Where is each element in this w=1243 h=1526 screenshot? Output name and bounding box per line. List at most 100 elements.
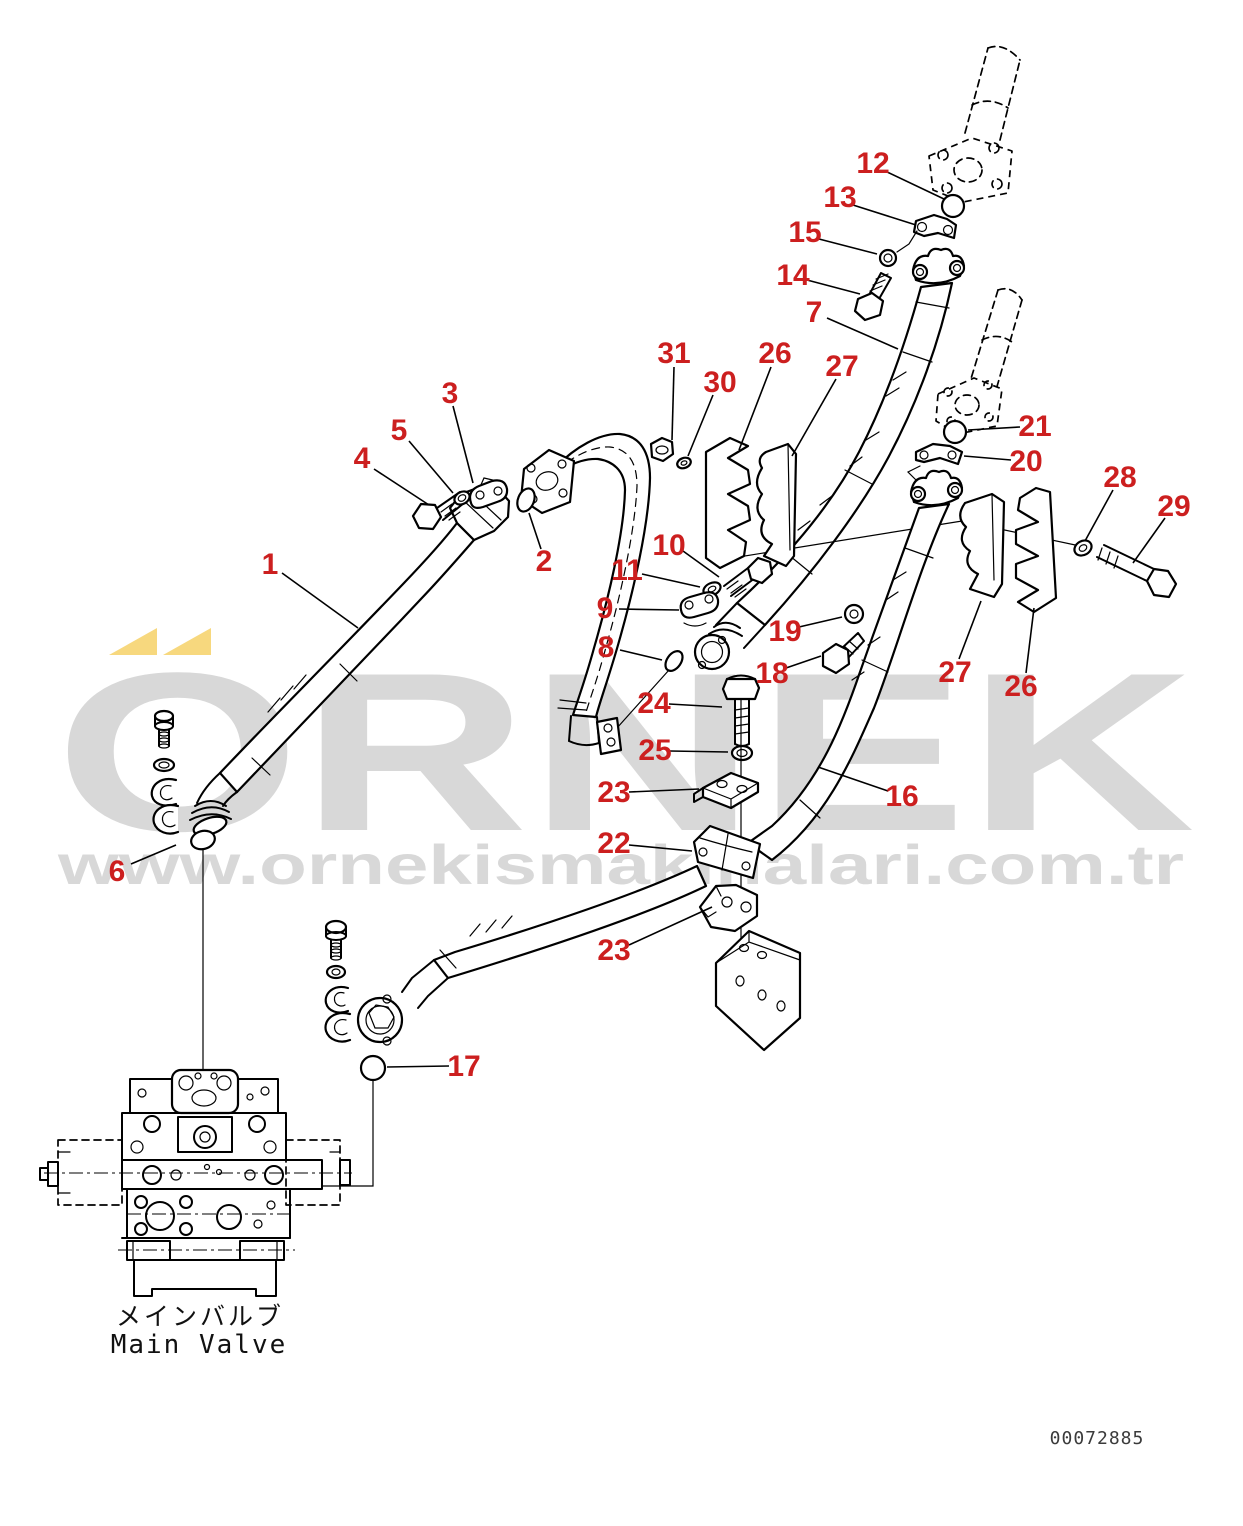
part-split-flange-crown-7 <box>911 247 966 285</box>
callout-label: 17 <box>447 1050 480 1083</box>
part-washer-28 <box>1073 539 1093 557</box>
part-clamp-block-27a <box>755 442 798 568</box>
part-hose-22-run <box>356 864 708 1046</box>
leader-line <box>738 366 772 451</box>
leader-line <box>687 394 714 457</box>
part-bolt-29 <box>1096 544 1178 599</box>
callout-label: 30 <box>703 366 736 399</box>
callout-label: 6 <box>109 855 126 888</box>
part-clamp-3 <box>468 479 509 509</box>
part-bracket-23a <box>693 771 760 810</box>
leader-line <box>884 170 945 200</box>
callout-label: 27 <box>825 350 858 383</box>
callout-label: 1 <box>262 548 279 581</box>
leader-line <box>281 572 359 629</box>
part-oring-21 <box>942 419 968 445</box>
part-clamp-22 <box>692 824 762 880</box>
part-bracket-23b <box>698 883 759 933</box>
part-hose-7 <box>693 281 954 671</box>
part-clamp-13 <box>896 213 958 253</box>
callout-label: 9 <box>597 592 614 625</box>
part-split-flange-crown-16 <box>909 469 964 507</box>
leader-line <box>528 512 542 550</box>
leader-line <box>798 616 843 628</box>
callout-label: 26 <box>1004 670 1037 703</box>
part-clamp-block-26a <box>704 436 752 570</box>
logo-umlaut-triangle-icon <box>109 628 157 655</box>
leader-line <box>1132 517 1166 564</box>
part-washer-5 <box>453 490 471 506</box>
callout-label: 27 <box>938 656 971 689</box>
callout-label: 20 <box>1009 445 1042 478</box>
part-mount-plate <box>714 929 802 1052</box>
leader-line <box>1084 489 1114 542</box>
callout-label: 28 <box>1103 461 1136 494</box>
leader-line <box>669 750 729 753</box>
callout-label: 12 <box>856 147 889 180</box>
callout-label: 26 <box>758 337 791 370</box>
part-oring-12 <box>940 193 966 219</box>
callout-label: 7 <box>806 296 823 329</box>
leader-line <box>826 317 899 350</box>
part-bolt-washer-clamp-stack-1 <box>150 709 180 835</box>
part-ghost-tube-right <box>935 287 1023 435</box>
leader-line <box>682 550 720 578</box>
watermark-url-text: www.ornekismakinalari.com.tr <box>57 833 1184 896</box>
leader-line <box>852 204 917 226</box>
callout-label: 5 <box>391 414 408 447</box>
caption-english: Main Valve <box>111 1330 288 1360</box>
part-bolt-4 <box>411 491 465 531</box>
leader-line <box>967 426 1021 431</box>
callout-label: 23 <box>597 934 630 967</box>
leader-line <box>817 766 889 792</box>
leader-line <box>791 378 837 457</box>
callout-label: 13 <box>823 181 856 214</box>
callout-label: 15 <box>788 216 821 249</box>
part-clamp-block-27b <box>959 492 1006 599</box>
part-ghost-tube-top <box>928 45 1021 203</box>
leader-line <box>1025 607 1035 674</box>
part-washer-15 <box>878 248 898 268</box>
leader-line <box>958 600 982 660</box>
callout-label: 4 <box>354 442 371 475</box>
leader-line <box>671 366 675 441</box>
part-clamp-20 <box>906 442 964 481</box>
part-bolt-washer-clamp-stack-2 <box>324 919 352 1043</box>
leader-line <box>619 649 663 661</box>
part-nut-31 <box>649 436 675 463</box>
leader-line <box>386 1065 450 1068</box>
part-clamp-9 <box>679 591 720 627</box>
callout-label: 21 <box>1018 410 1051 443</box>
callout-label: 8 <box>598 631 615 664</box>
part-oring-2 <box>516 487 536 513</box>
leader-line <box>785 655 822 669</box>
callout-label: 2 <box>536 545 553 578</box>
leader-line <box>130 844 177 865</box>
leader-line <box>628 788 700 793</box>
logo-umlaut-triangle-icon <box>163 628 211 655</box>
leader-line <box>373 468 430 506</box>
callout-label: 29 <box>1157 490 1190 523</box>
part-bolt-10 <box>723 556 774 598</box>
callout-label: 23 <box>597 776 630 809</box>
part-oring-17 <box>321 1054 387 1187</box>
leader-line <box>628 906 713 946</box>
callout-label: 31 <box>657 337 690 370</box>
part-washer-19 <box>843 603 865 625</box>
part-main-valve <box>39 1068 352 1297</box>
leader-line <box>818 238 878 255</box>
part-bolt-18 <box>821 632 865 675</box>
leader-line <box>452 405 474 484</box>
callout-label: 19 <box>768 615 801 648</box>
leader-line <box>628 844 693 852</box>
callout-label: 24 <box>637 687 671 720</box>
leader-line <box>408 440 454 494</box>
callout-label: 22 <box>597 827 630 860</box>
part-bolt-14 <box>853 272 892 322</box>
part-hose-16 <box>746 502 951 862</box>
drawing-number: 00072885 <box>1050 1428 1145 1449</box>
part-clamp-block-26b <box>1014 486 1058 614</box>
callout-label: 10 <box>652 529 685 562</box>
